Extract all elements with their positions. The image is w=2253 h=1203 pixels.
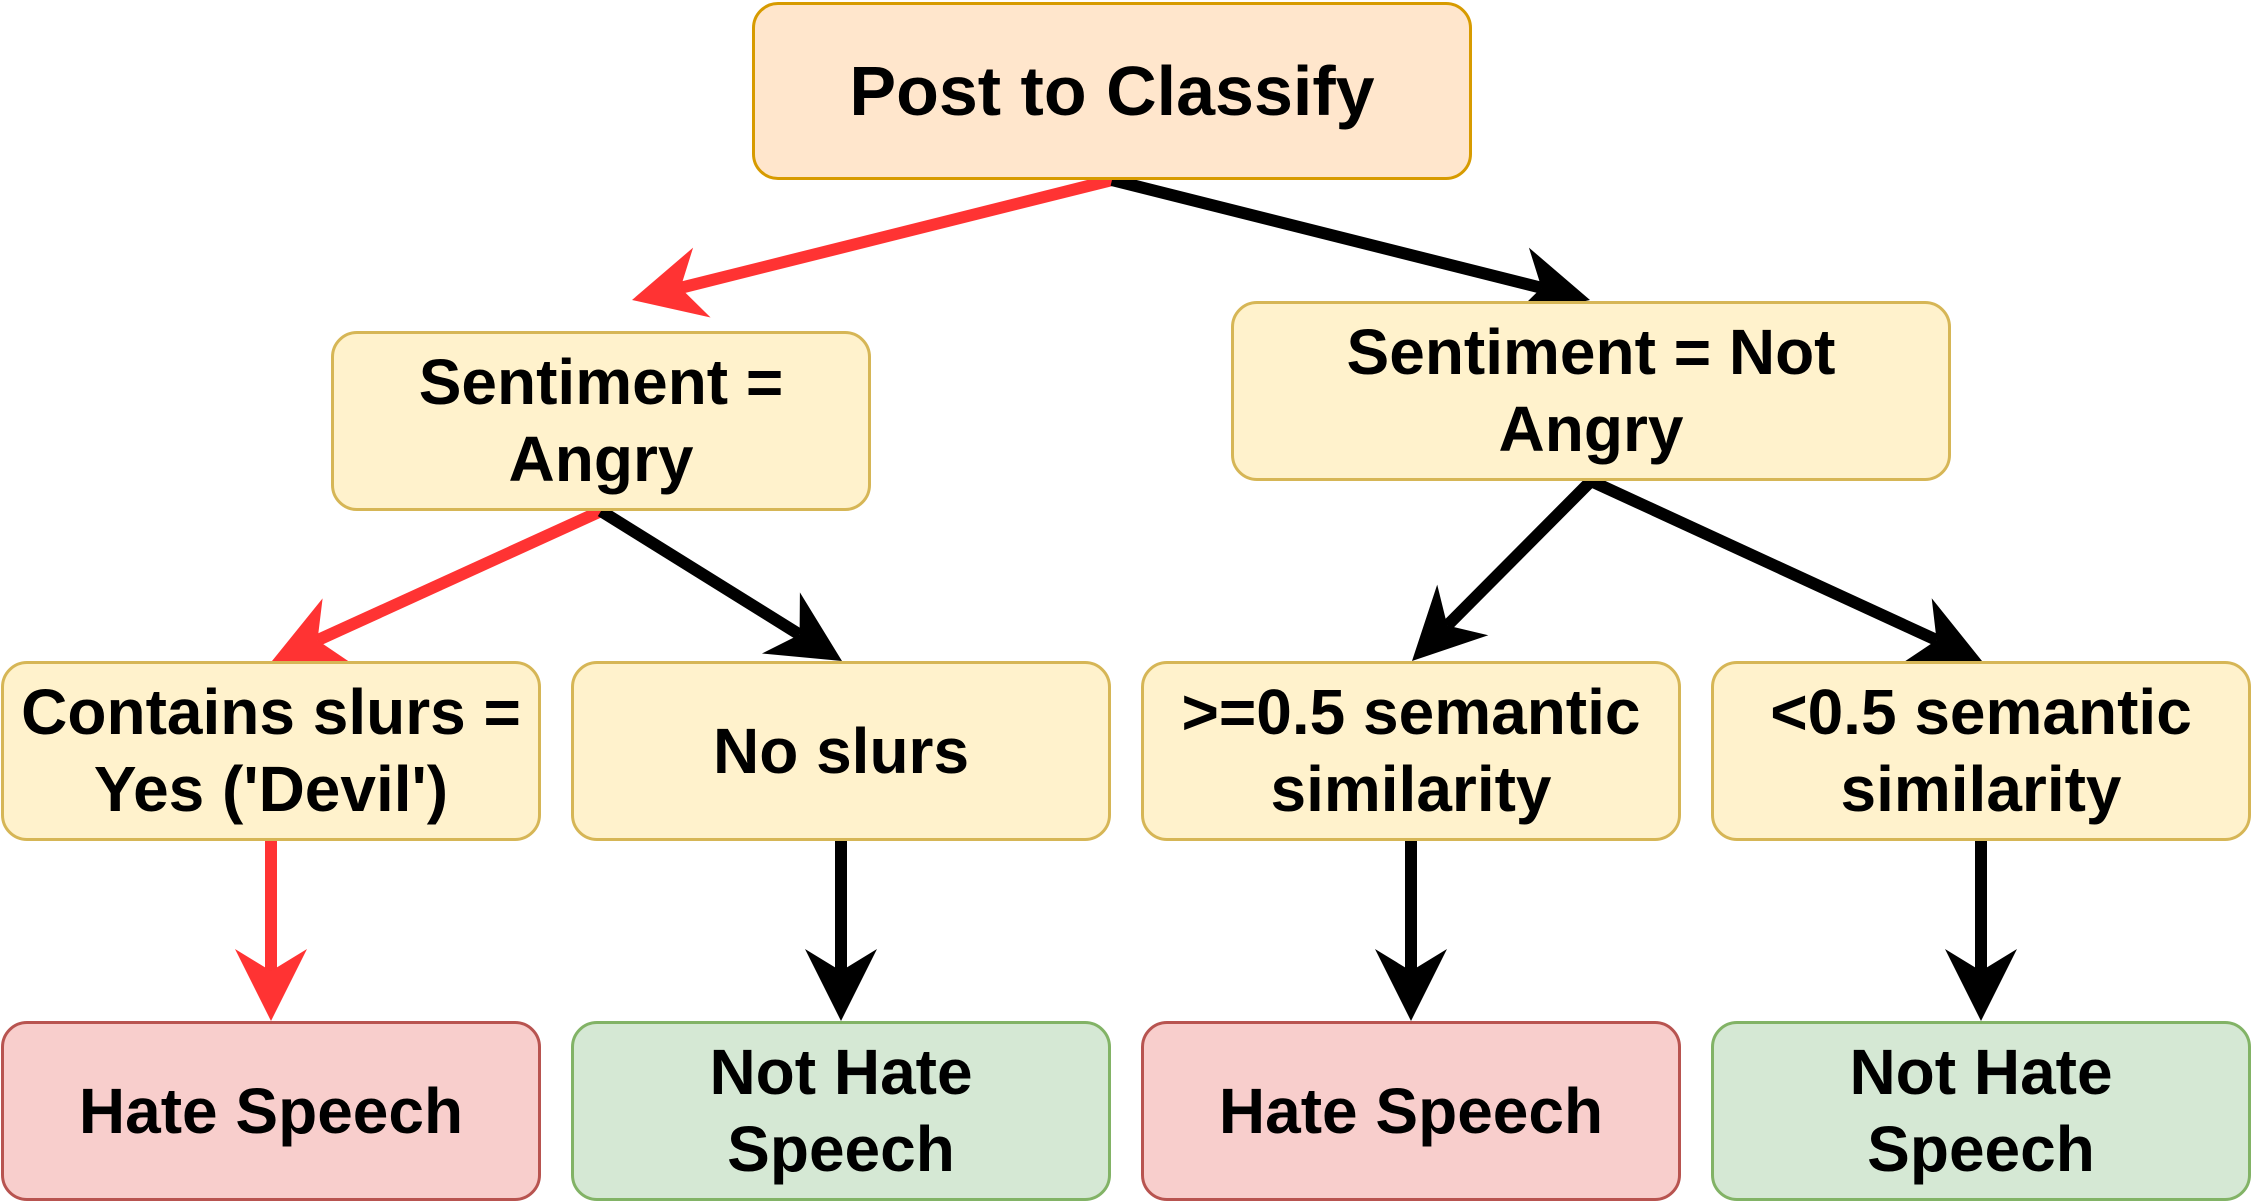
node-contains-slurs-label: Contains slurs = Yes ('Devil') (21, 676, 521, 825)
node-root-label: Post to Classify (849, 52, 1375, 130)
arrowhead-angry-to-no_slurs (761, 592, 842, 661)
arrowhead-not_angry-to-sim_low (1901, 598, 1982, 664)
outcome-hate-speech-1-label: Hate Speech (78, 1074, 464, 1147)
arrowhead-sim_low-to-out_4 (1945, 949, 2017, 1021)
edge-root-to-not_angry (1110, 174, 1543, 294)
node-sentiment-not-angry: Sentiment = Not Angry (1231, 301, 1951, 481)
outcome-not-hate-speech-1-label: Not Hate Speech (709, 1036, 973, 1185)
arrowhead-root-to-not_angry (1511, 247, 1590, 318)
edge-angry-to-no_slurs (597, 505, 803, 640)
node-high-similarity-label: >=0.5 semantic similarity (1181, 676, 1641, 825)
node-low-similarity: <0.5 semantic similarity (1711, 661, 2251, 841)
node-sentiment-angry: Sentiment = Angry (331, 331, 871, 511)
node-low-similarity-label: <0.5 semantic similarity (1770, 676, 2192, 825)
node-contains-slurs: Contains slurs = Yes ('Devil') (1, 661, 541, 841)
outcome-not-hate-speech-2: Not Hate Speech (1711, 1021, 2251, 1201)
node-root: Post to Classify (752, 2, 1472, 180)
arrowhead-slurs_yes-to-out_1 (235, 949, 307, 1021)
outcome-hate-speech-2: Hate Speech (1141, 1021, 1681, 1201)
arrowhead-root-to-angry (632, 247, 711, 318)
outcome-hate-speech-2-label: Hate Speech (1218, 1074, 1604, 1147)
edge-angry-to-slurs_yes (315, 505, 604, 646)
arrowhead-not_angry-to-sim_high (1412, 584, 1489, 661)
outcome-not-hate-speech-2-label: Not Hate Speech (1849, 1036, 2113, 1185)
edge-not_angry-to-sim_high (1443, 476, 1596, 630)
node-sentiment-angry-label: Sentiment = Angry (418, 346, 784, 495)
outcome-hate-speech-1: Hate Speech (1, 1021, 541, 1201)
arrowhead-no_slurs-to-out_2 (805, 949, 877, 1021)
arrowhead-sim_high-to-out_3 (1375, 949, 1447, 1021)
node-no-slurs: No slurs (571, 661, 1111, 841)
edge-root-to-angry (679, 174, 1114, 294)
node-high-similarity: >=0.5 semantic similarity (1141, 661, 1681, 841)
outcome-not-hate-speech-1: Not Hate Speech (571, 1021, 1111, 1201)
edge-not_angry-to-sim_low (1588, 475, 1940, 646)
node-sentiment-not-angry-label: Sentiment = Not Angry (1346, 316, 1836, 465)
node-no-slurs-label: No slurs (712, 714, 970, 787)
arrowhead-angry-to-slurs_yes (272, 598, 353, 664)
